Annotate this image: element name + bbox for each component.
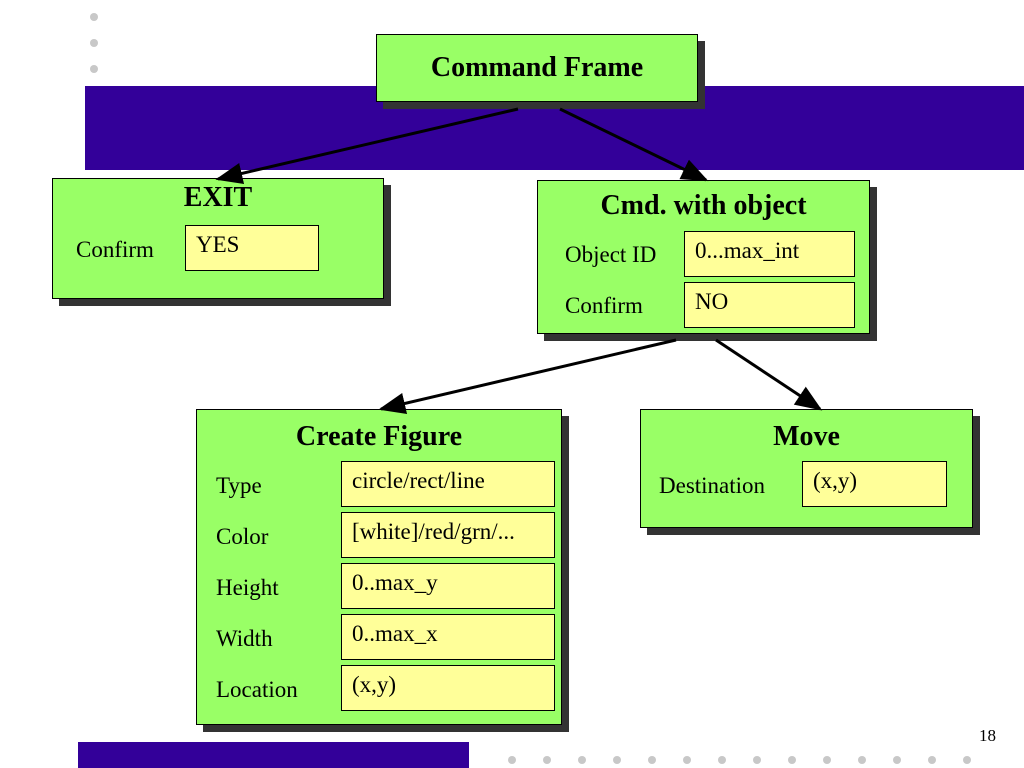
decor-dot (788, 756, 796, 764)
cmd-object-frame: Cmd. with object Object ID 0...max_int C… (537, 180, 870, 334)
exit-frame-title: EXIT (183, 182, 253, 213)
cmd-confirm-value: NO (684, 282, 855, 328)
arrow-command-to-exit (215, 107, 519, 184)
color-value: [white]/red/grn/... (341, 512, 555, 558)
exit-frame: EXIT Confirm YES (52, 178, 384, 299)
command-frame-title: Command Frame (430, 52, 644, 83)
command-frame: Command Frame (376, 34, 698, 102)
location-label: Location (216, 677, 298, 702)
decor-dot (963, 756, 971, 764)
arrow-cmd-object-to-move (715, 338, 823, 411)
decor-dot (90, 39, 98, 47)
arrow-cmd-object-to-create-figure (378, 338, 677, 414)
decor-dot (718, 756, 726, 764)
decor-dot (823, 756, 831, 764)
exit-confirm-value: YES (185, 225, 319, 271)
type-label: Type (216, 473, 262, 498)
decor-dot (578, 756, 586, 764)
decor-dot (683, 756, 691, 764)
location-value: (x,y) (341, 665, 555, 711)
height-value: 0..max_y (341, 563, 555, 609)
object-id-value: 0...max_int (684, 231, 855, 277)
decor-dot (613, 756, 621, 764)
decor-dot (508, 756, 516, 764)
move-frame: Move Destination (x,y) (640, 409, 973, 528)
move-frame-title: Move (773, 421, 840, 452)
arrow-command-to-cmd-object (559, 107, 709, 182)
decor-dot (893, 756, 901, 764)
decor-dot (543, 756, 551, 764)
destination-label: Destination (659, 473, 766, 498)
cmd-object-frame-title: Cmd. with object (600, 190, 807, 221)
width-label: Width (216, 626, 273, 651)
object-id-label: Object ID (565, 242, 657, 267)
width-value: 0..max_x (341, 614, 555, 660)
decor-dot (648, 756, 656, 764)
decor-dot (90, 65, 98, 73)
type-value: circle/rect/line (341, 461, 555, 507)
height-label: Height (216, 575, 279, 600)
cmd-confirm-label: Confirm (565, 293, 643, 318)
decor-dot (753, 756, 761, 764)
create-figure-frame: Create Figure Type circle/rect/line Colo… (196, 409, 562, 725)
destination-value: (x,y) (802, 461, 947, 507)
bottom-band (78, 742, 469, 768)
decor-dot (928, 756, 936, 764)
decor-dot (90, 13, 98, 21)
exit-confirm-label: Confirm (76, 237, 154, 262)
page-number: 18 (979, 726, 996, 745)
decor-dot (858, 756, 866, 764)
create-figure-title: Create Figure (295, 421, 463, 452)
color-label: Color (216, 524, 269, 549)
